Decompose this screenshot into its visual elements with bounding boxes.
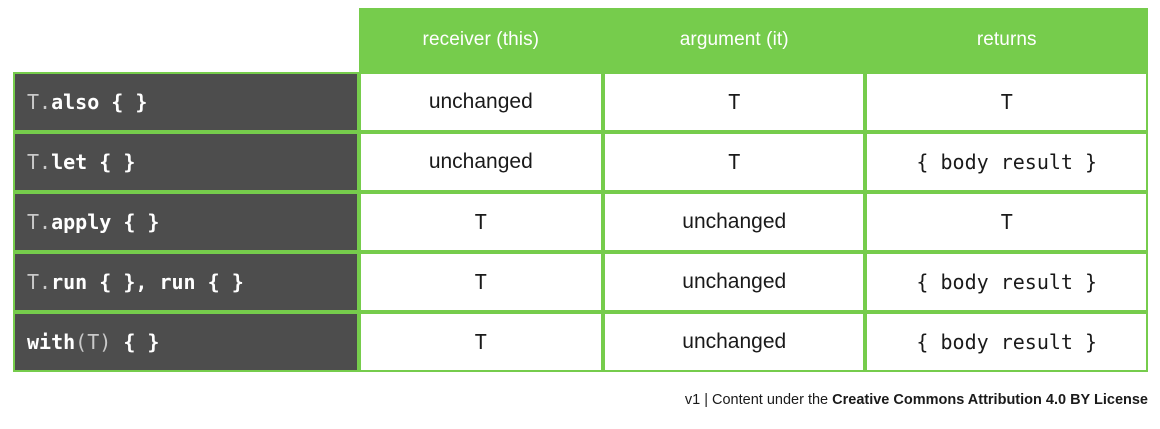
cell-apply-returns: T (865, 192, 1148, 252)
cell-run-returns: { body result } (865, 252, 1148, 312)
row-label-let: T.let { } (13, 132, 359, 192)
row-label-function: also { } (51, 90, 148, 114)
scope-functions-table-wrapper: receiver (this) argument (it) returns T.… (13, 8, 1148, 372)
column-header-receiver: receiver (this) (358, 8, 604, 72)
row-label-also: T.also { } (13, 72, 359, 132)
table-row: T.let { } unchanged T { body result } (13, 132, 1148, 192)
table-body: T.also { } unchanged T T T.let { } uncha… (13, 72, 1148, 372)
cell-run-argument: unchanged (603, 252, 866, 312)
row-label-function: with (27, 330, 76, 354)
row-label-prefix: T. (27, 210, 52, 234)
footer-version-text: v1 | Content under the (684, 392, 833, 408)
cell-also-returns: T (865, 72, 1148, 132)
cell-with-receiver: T (358, 312, 604, 372)
table-row: T.apply { } T unchanged T (13, 192, 1148, 252)
scope-functions-table: receiver (this) argument (it) returns T.… (13, 8, 1148, 372)
table-corner-cell (13, 8, 359, 72)
row-label-function: run { }, run { } (51, 270, 244, 294)
row-label-braces: { } (111, 330, 160, 354)
cell-let-receiver: unchanged (358, 132, 604, 192)
cell-apply-argument: unchanged (603, 192, 866, 252)
row-label-prefix: T. (27, 270, 52, 294)
row-label-prefix: T. (27, 90, 52, 114)
cell-let-argument: T (603, 132, 866, 192)
cell-with-argument: unchanged (603, 312, 866, 372)
cell-with-returns: { body result } (865, 312, 1148, 372)
table-row: with(T) { } T unchanged { body result } (13, 312, 1148, 372)
footer-attribution: v1 | Content under the Creative Commons … (685, 392, 1148, 408)
row-label-type-param: (T) (75, 330, 112, 354)
row-label-function: let { } (51, 150, 136, 174)
column-header-argument: argument (it) (603, 8, 866, 72)
row-label-prefix: T. (27, 150, 52, 174)
cell-let-returns: { body result } (865, 132, 1148, 192)
row-label-function: apply { } (51, 210, 160, 234)
table-row: T.run { }, run { } T unchanged { body re… (13, 252, 1148, 312)
column-header-returns: returns (865, 8, 1148, 72)
cell-run-receiver: T (358, 252, 604, 312)
row-label-with: with(T) { } (13, 312, 359, 372)
cell-also-receiver: unchanged (358, 72, 604, 132)
table-header: receiver (this) argument (it) returns (13, 8, 1148, 72)
cell-apply-receiver: T (358, 192, 604, 252)
row-label-run: T.run { }, run { } (13, 252, 359, 312)
footer-license-link[interactable]: Creative Commons Attribution 4.0 BY Lice… (832, 392, 1148, 408)
row-label-apply: T.apply { } (13, 192, 359, 252)
table-row: T.also { } unchanged T T (13, 72, 1148, 132)
table-header-row: receiver (this) argument (it) returns (13, 8, 1148, 72)
cell-also-argument: T (603, 72, 866, 132)
